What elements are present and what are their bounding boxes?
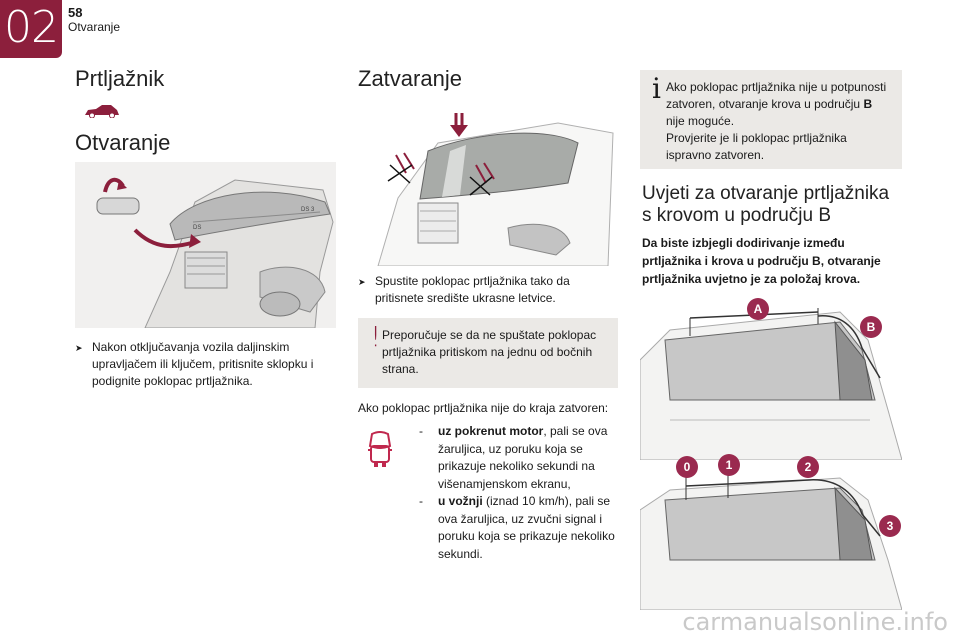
list-item: -u vožnji (iznad 10 km/h), pali se ova ž… <box>419 494 615 561</box>
closing-instruction: ➤ Spustite poklopac prtljažnika tako da … <box>358 274 570 305</box>
trunk-opening-illustration: DS DS 3 <box>75 162 336 328</box>
roof-area-bottom-illustration <box>640 470 902 610</box>
conditions-lead: Da biste izbjegli dodirivanje između prt… <box>642 236 881 286</box>
chapter-number: 02 <box>4 2 59 53</box>
site-watermark: carmanualsonline.info <box>682 608 948 636</box>
roof-area-top-illustration <box>640 300 902 460</box>
callout-B: B <box>860 316 882 338</box>
arrow-bullet-icon: ➤ <box>358 277 366 287</box>
list-item: -uz pokrenut motor, pali se ova žaruljic… <box>419 424 608 491</box>
callout-3: 3 <box>879 515 901 537</box>
conditions-title: Uvjeti za otvaranje prtljažnika s krovom… <box>642 183 890 226</box>
info-box: i Ako poklopac prtljažnika nije u potpun… <box>640 70 902 169</box>
closing-title: Zatvaranje <box>358 66 462 91</box>
warning-exclamation-icon: ! <box>370 320 382 353</box>
warning-box: ! Preporučuje se da ne spuštate poklopac… <box>358 318 618 388</box>
convertible-car-icon <box>85 105 119 118</box>
brand-label-left: DS <box>193 225 202 231</box>
section-name: Otvaranje <box>68 20 121 34</box>
trunk-open-warning-lamp-icon <box>368 431 392 467</box>
warning-conditions-list: -uz pokrenut motor, pali se ova žaruljic… <box>419 423 619 563</box>
opening-instruction: ➤ Nakon otključavanja vozila daljinskim … <box>75 340 314 388</box>
page-number: 58 <box>68 5 83 20</box>
arrow-bullet-icon: ➤ <box>75 343 83 353</box>
info-icon: i <box>652 72 661 105</box>
opening-title: Otvaranje <box>75 130 171 155</box>
callout-2: 2 <box>797 456 819 478</box>
trunk-title: Prtljažnik <box>75 66 165 91</box>
callout-1: 1 <box>718 454 740 476</box>
callout-A: A <box>747 298 769 320</box>
trunk-closing-illustration <box>358 103 619 266</box>
brand-label-right: DS 3 <box>301 207 315 213</box>
callout-0: 0 <box>676 456 698 478</box>
chapter-badge: 02 <box>0 0 62 58</box>
not-closed-intro: Ako poklopac prtljažnika nije do kraja z… <box>358 401 609 415</box>
